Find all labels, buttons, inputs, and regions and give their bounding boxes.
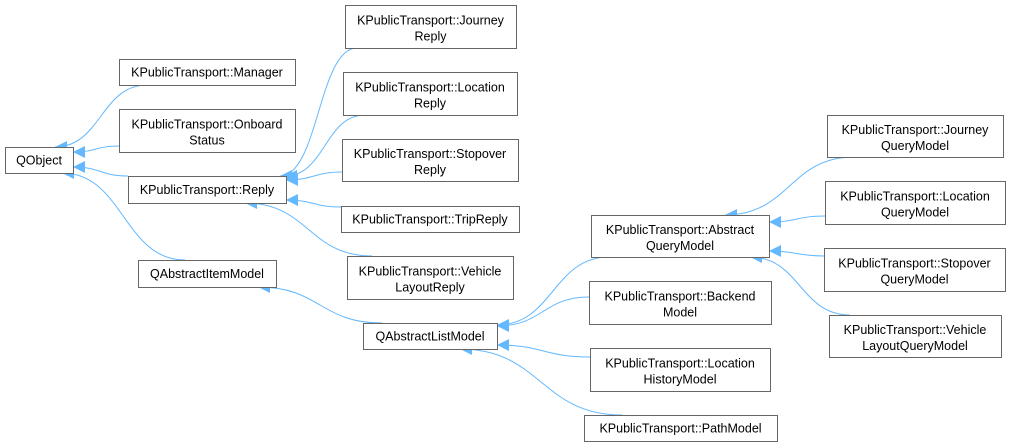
inheritance-edge-path-to-qalm xyxy=(459,343,623,416)
class-node-box xyxy=(342,139,519,182)
class-node-trip-reply[interactable]: KPublicTransport::TripReply xyxy=(341,206,520,233)
class-node-label: LayoutReply xyxy=(395,281,465,295)
class-node-label: KPublicTransport::PathModel xyxy=(599,422,761,436)
class-node-box xyxy=(5,147,74,174)
class-node-box xyxy=(345,5,517,49)
class-node-box xyxy=(829,315,1002,358)
class-node-box xyxy=(363,323,498,350)
inheritance-edge-backend-to-qalm xyxy=(496,296,590,332)
class-node-label: KPublicTransport::Manager xyxy=(131,66,283,80)
class-node-label: KPublicTransport::Journey xyxy=(357,14,505,28)
class-node-box xyxy=(590,348,771,392)
class-node-label: KPublicTransport::Location xyxy=(605,357,755,371)
class-node-label: KPublicTransport::Vehicle xyxy=(359,265,502,279)
class-node-label: QAbstractListModel xyxy=(375,330,484,344)
class-node-label: KPublicTransport::Onboard xyxy=(131,118,282,132)
inheritance-edge-location-history-to-qalm xyxy=(496,339,591,358)
inheritance-edge-trip-reply-to-reply xyxy=(285,194,342,208)
class-node-label: HistoryModel xyxy=(644,373,717,387)
inheritance-edge-stopover-reply-to-reply xyxy=(285,171,343,186)
class-node-label: KPublicTransport::Vehicle xyxy=(844,323,987,337)
class-node-label: KPublicTransport::Abstract xyxy=(606,223,755,237)
inheritance-edge-reply-to-qobject xyxy=(72,161,129,177)
class-node-label: KPublicTransport::Location xyxy=(355,81,505,95)
class-node-box xyxy=(343,72,518,116)
class-node-label: QueryModel xyxy=(880,273,948,287)
class-node-label: KPublicTransport::Journey xyxy=(842,123,990,137)
class-node-label: KPublicTransport::Backend xyxy=(604,290,755,304)
class-node-label: Model xyxy=(663,306,697,320)
inheritance-edge-abstract-qm-to-qalm xyxy=(496,256,610,331)
class-node-box xyxy=(584,415,778,442)
inheritance-edge-qalm-to-qaim xyxy=(257,281,383,324)
class-node-label: QueryModel xyxy=(881,139,949,153)
class-node-box xyxy=(341,206,520,233)
inheritance-edge-location-qm-to-abstract-qm xyxy=(768,215,826,228)
class-node-box xyxy=(119,59,296,86)
inheritance-edge-stopover-qm-to-abstract-qm xyxy=(768,245,825,258)
class-node-box xyxy=(825,181,1006,225)
class-node-label: Reply xyxy=(415,30,448,44)
class-node-box xyxy=(128,176,287,204)
class-node-label: Reply xyxy=(414,97,447,111)
class-node-qobject[interactable]: QObject xyxy=(5,147,74,174)
class-node-box xyxy=(347,256,514,300)
inheritance-edge-vehicle-reply-to-reply xyxy=(244,197,373,257)
inheritance-edge-onboard-to-qobject xyxy=(72,145,120,158)
inheritance-edge-manager-to-qobject xyxy=(54,84,148,153)
class-node-label: Reply xyxy=(414,163,447,177)
class-node-label: KPublicTransport::TripReply xyxy=(352,213,508,227)
class-node-label: QueryModel xyxy=(881,206,949,220)
class-node-reply[interactable]: KPublicTransport::Reply xyxy=(128,176,287,204)
class-node-label: QAbstractItemModel xyxy=(150,267,264,281)
class-node-box xyxy=(138,260,277,288)
class-node-manager[interactable]: KPublicTransport::Manager xyxy=(119,59,296,86)
class-node-box xyxy=(589,281,772,325)
class-node-label: QObject xyxy=(16,154,62,168)
class-node-qaim[interactable]: QAbstractItemModel xyxy=(138,260,277,288)
class-node-box xyxy=(824,248,1006,292)
class-node-label: KPublicTransport::Reply xyxy=(140,183,275,197)
class-node-label: QueryModel xyxy=(646,239,714,253)
inheritance-edge-vehicle-qm-to-abstract-qm xyxy=(749,251,851,316)
class-node-label: KPublicTransport::Location xyxy=(840,190,990,204)
inheritance-edge-journey-qm-to-abstract-qm xyxy=(724,156,855,221)
inheritance-edge-location-reply-to-reply xyxy=(284,114,366,182)
class-node-box xyxy=(591,215,770,258)
class-node-label: LayoutQueryModel xyxy=(862,339,968,353)
class-node-label: Status xyxy=(189,134,224,148)
class-node-qalm[interactable]: QAbstractListModel xyxy=(363,323,498,350)
class-node-label: KPublicTransport::Stopover xyxy=(838,257,990,271)
class-node-box xyxy=(119,109,296,153)
class-node-box xyxy=(827,115,1004,158)
inheritance-edge-qaim-to-qobject xyxy=(61,167,186,261)
class-node-vehicle-qm[interactable]: KPublicTransport::VehicleLayoutQueryMode… xyxy=(829,315,1002,358)
class-node-path[interactable]: KPublicTransport::PathModel xyxy=(584,415,778,442)
class-node-label: KPublicTransport::Stopover xyxy=(354,147,506,161)
